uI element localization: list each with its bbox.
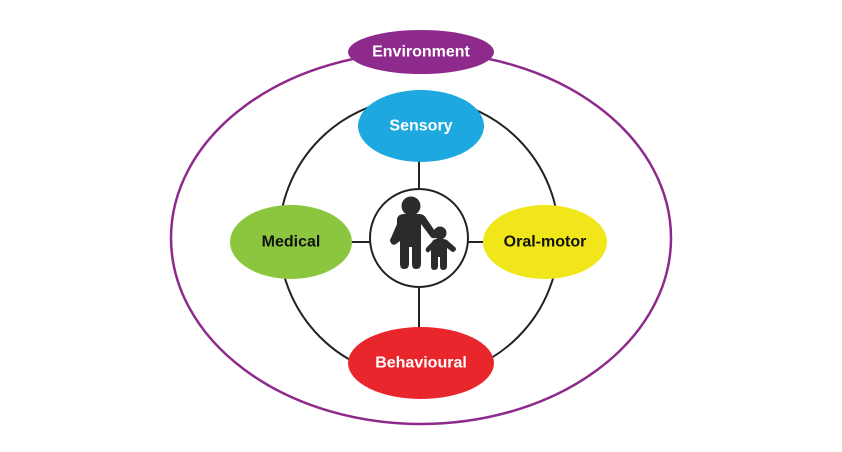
environment-label: Environment (372, 44, 470, 61)
environment-node-shape (348, 30, 494, 74)
sensory-node: Sensory (358, 90, 484, 162)
sensory-node-shape (358, 90, 484, 162)
sensory-label: Sensory (389, 118, 452, 135)
oral-motor-node: Oral-motor (483, 205, 607, 279)
behavioural-label: Behavioural (375, 355, 467, 372)
behavioural-node: Behavioural (348, 327, 494, 399)
medical-node: Medical (230, 205, 352, 279)
oral-motor-node-shape (483, 205, 607, 279)
environment-node: Environment (348, 30, 494, 74)
behavioural-node-shape (348, 327, 494, 399)
oral-motor-label: Oral-motor (504, 234, 587, 251)
parent-child-icon (390, 196, 456, 270)
medical-label: Medical (262, 234, 321, 251)
medical-node-shape (230, 205, 352, 279)
